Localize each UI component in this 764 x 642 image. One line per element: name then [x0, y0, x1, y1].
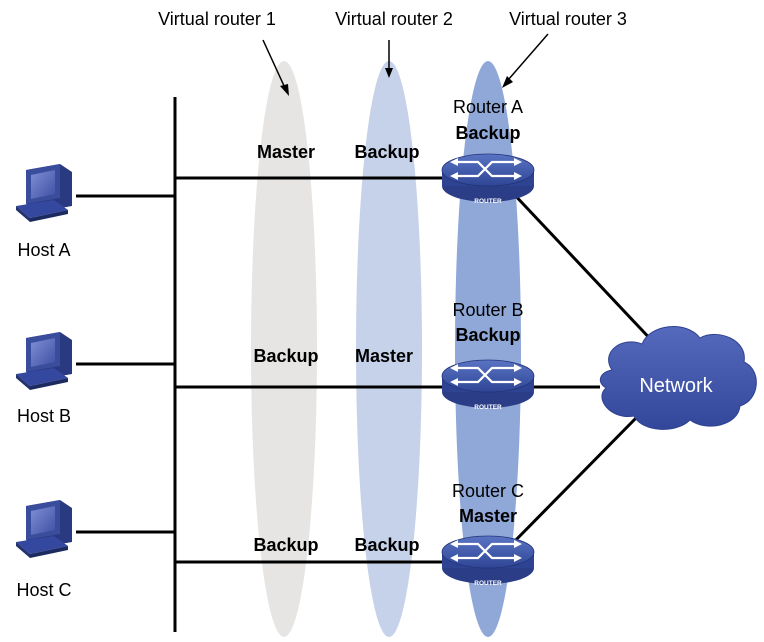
vr3-pointer — [502, 33, 549, 88]
router-a-badge: ROUTER — [474, 198, 502, 205]
network-label: Network — [639, 375, 713, 397]
host-b-label: Host B — [17, 406, 71, 426]
router-b-vr2-role: Master — [355, 346, 413, 366]
vr1-pointer — [262, 39, 289, 96]
router-c-badge: ROUTER — [474, 580, 502, 587]
host-c-label: Host C — [16, 580, 71, 600]
vr2-pointer — [385, 40, 393, 78]
router-a-icon[interactable]: ROUTER — [440, 152, 536, 205]
virtual-router-2-band — [356, 61, 422, 637]
router-b-icon[interactable]: ROUTER — [440, 358, 536, 411]
virtual-router-3-band — [455, 61, 521, 637]
router-a-name: Router A — [453, 97, 523, 117]
router-c-vr3-role: Master — [459, 506, 517, 526]
virtual-router-3-label: Virtual router 3 — [509, 9, 627, 29]
host-a-computer-icon[interactable] — [16, 164, 72, 222]
host-a-label: Host A — [17, 240, 70, 260]
router-a-uplink — [508, 188, 658, 347]
router-a-vr1-role: Master — [257, 142, 315, 162]
router-b-name: Router B — [452, 300, 523, 320]
router-c-icon[interactable]: ROUTER — [440, 534, 536, 587]
router-b-vr1-role: Backup — [253, 346, 318, 366]
router-c-vr2-role: Backup — [354, 535, 419, 555]
virtual-router-1-band — [251, 61, 317, 637]
router-a-vr2-role: Backup — [354, 142, 419, 162]
virtual-router-1-label: Virtual router 1 — [158, 9, 276, 29]
router-b-badge: ROUTER — [474, 404, 502, 411]
virtual-router-2-label: Virtual router 2 — [335, 9, 453, 29]
router-c-name: Router C — [452, 481, 524, 501]
network-cloud-icon[interactable]: Network — [599, 326, 757, 430]
host-b-computer-icon[interactable] — [16, 332, 72, 390]
router-b-vr3-role: Backup — [455, 325, 520, 345]
router-a-vr3-role: Backup — [455, 123, 520, 143]
router-c-vr1-role: Backup — [253, 535, 318, 555]
router-c-uplink — [506, 416, 638, 550]
host-c-computer-icon[interactable] — [16, 500, 72, 558]
